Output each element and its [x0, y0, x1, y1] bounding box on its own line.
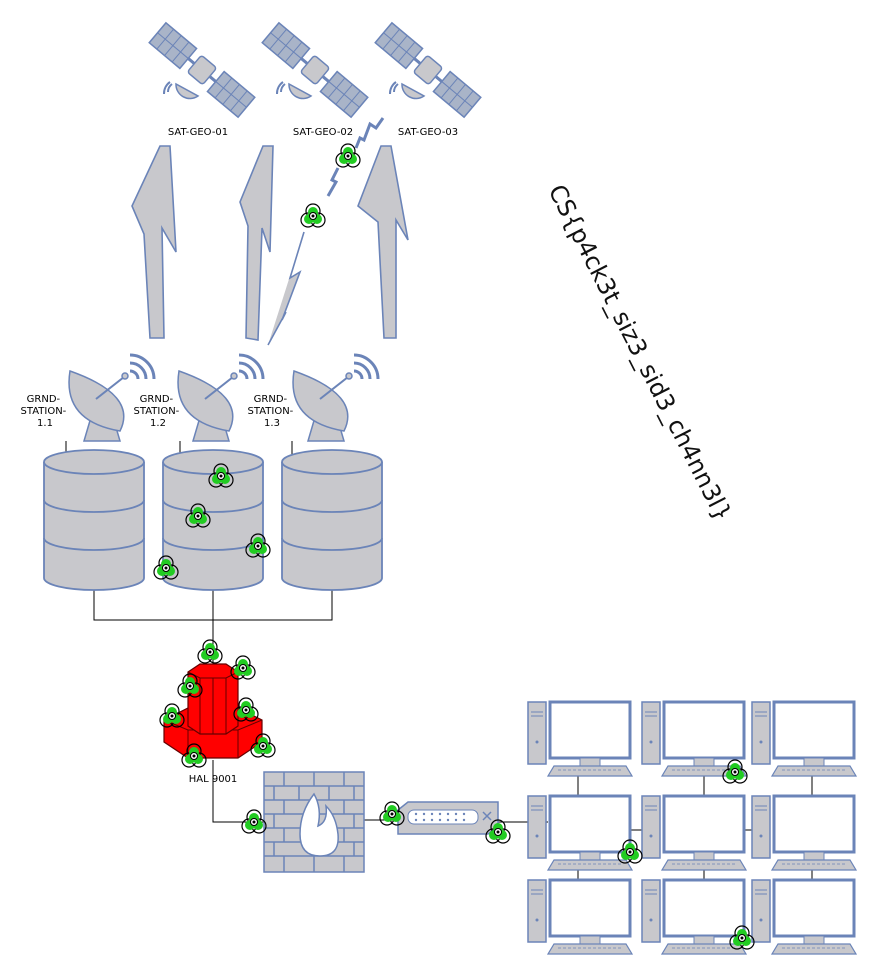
- flag-text: CS{p4ck3t_siz3_sid3_ch4nn3l}: [543, 180, 738, 526]
- lightning-link-icon: [239, 145, 274, 341]
- lightning-link-icon: [131, 145, 177, 339]
- firewall-icon[interactable]: [263, 771, 365, 873]
- database-icon[interactable]: [43, 449, 145, 591]
- workstation-icon[interactable]: [640, 794, 748, 872]
- dish-antenna-icon[interactable]: [291, 353, 380, 443]
- lightning-link-icon: [267, 231, 305, 346]
- database-icon[interactable]: [281, 449, 383, 591]
- satellite-icon[interactable]: [147, 21, 257, 119]
- lightning-link-icon: [357, 145, 409, 339]
- switch-icon[interactable]: [397, 801, 499, 835]
- satellite-label: SAT-GEO-03: [398, 127, 458, 138]
- workstation-icon[interactable]: [526, 878, 634, 956]
- ground-station-label: GRND- STATION- 1.1: [21, 394, 70, 429]
- satellite-label: SAT-GEO-02: [293, 127, 353, 138]
- workstation-icon[interactable]: [750, 878, 858, 956]
- satellite-icon[interactable]: [373, 21, 483, 119]
- workstation-icon[interactable]: [526, 794, 634, 872]
- lightning-link-icon: [326, 167, 340, 197]
- workstation-icon[interactable]: [526, 700, 634, 778]
- database-icon[interactable]: [162, 449, 264, 591]
- lightning-link-icon: [354, 117, 385, 149]
- satellite-icon[interactable]: [260, 21, 370, 119]
- workstation-icon[interactable]: [750, 794, 858, 872]
- dish-antenna-icon[interactable]: [176, 353, 265, 443]
- biohazard-icon: [197, 639, 223, 664]
- ground-station-label: GRND- STATION- 1.3: [248, 394, 297, 429]
- workstation-icon[interactable]: [750, 700, 858, 778]
- mainframe-label: HAL 9001: [189, 774, 238, 785]
- biohazard-icon: [300, 203, 326, 228]
- ground-station-label: GRND- STATION- 1.2: [134, 394, 183, 429]
- satellite-label: SAT-GEO-01: [168, 127, 228, 138]
- workstation-icon[interactable]: [640, 700, 748, 778]
